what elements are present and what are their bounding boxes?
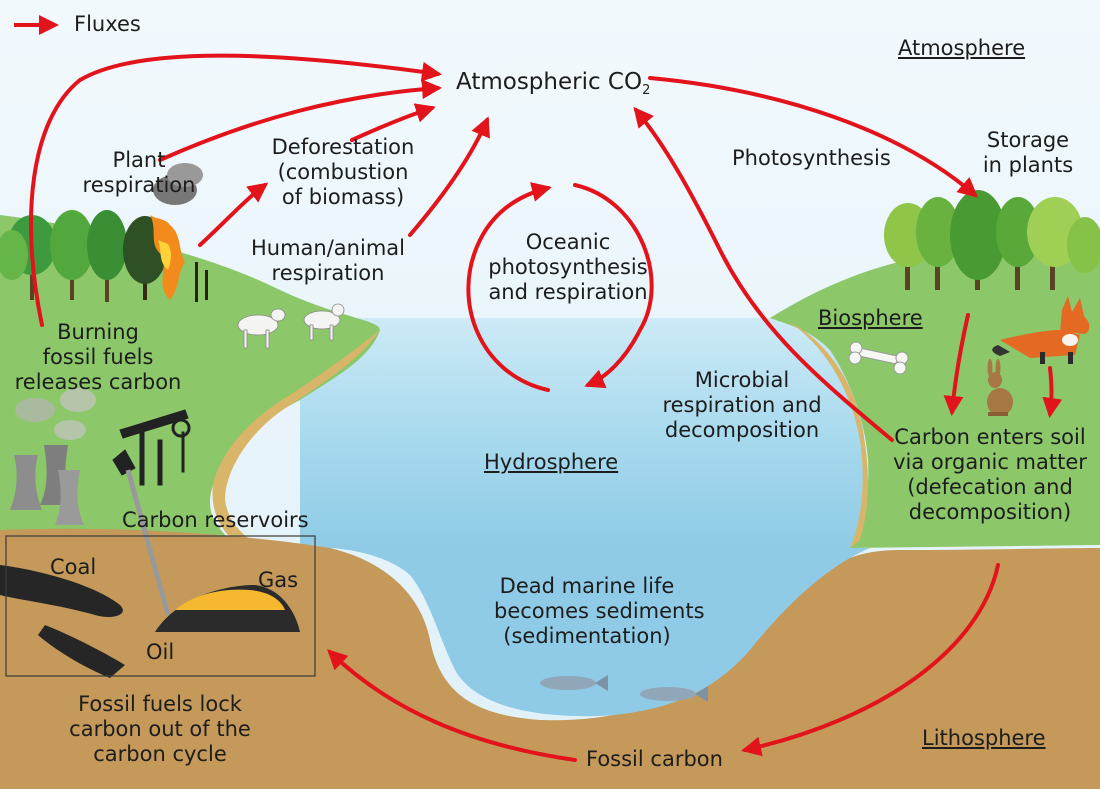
flux-soil-to-co2 [633,106,894,442]
line: Carbon enters soil [894,425,1086,449]
label-microbial: Microbial respiration and decomposition [656,368,828,443]
line: decomposition) [908,500,1072,524]
co2-text: Atmospheric CO [456,69,643,95]
line: Dead marine life [499,574,675,598]
flux-rabbit-to-soil [1042,366,1063,418]
line: (defecation and [907,475,1073,499]
line: respiration and [662,393,822,417]
fox [992,296,1090,364]
fish [540,675,708,702]
flux-human-respiration-to-co2 [408,116,490,237]
left-sand-shore [212,330,380,545]
label-carbon-reservoirs: Carbon reservoirs [122,508,309,532]
label-deforestation: Deforestation (combustion of biomass) [262,135,424,210]
line: carbon out of the [69,717,251,741]
line: Human/animal [251,236,405,260]
co2-subscript: 2 [642,83,651,98]
line: Burning [57,320,139,344]
label-plant-respiration: Plant respiration [74,148,204,198]
label-oil: Oil [146,640,175,664]
line: becomes sediments [494,599,705,623]
line: photosynthesis [488,255,648,279]
flux-soil-to-fossil [741,563,1000,757]
rabbit [987,359,1013,416]
line: (sedimentation) [503,624,671,648]
oil-pump [112,409,191,616]
flux-ocean-cycle-top [573,183,654,389]
label-burning-fossil-fuels: Burning fossil fuels releases carbon [6,320,190,395]
right-sand-shore [790,322,869,548]
flux-deforestation-to-co2 [350,103,436,142]
right-forest [884,190,1100,290]
line: via organic matter [893,450,1087,474]
line: of biomass) [281,185,405,209]
label-lithosphere: Lithosphere [922,726,1046,750]
line: and respiration [488,280,648,304]
label-hydrosphere: Hydrosphere [484,450,619,474]
line: fossil fuels [42,345,154,369]
flux-co2-to-photosynthesis [648,76,979,198]
label-photosynthesis: Photosynthesis [732,146,891,170]
line: Storage [986,128,1070,152]
bone [848,341,909,375]
label-dead-marine-life: Dead marine life becomes sediments (sedi… [494,574,705,649]
line: releases carbon [14,370,182,394]
line: decomposition [664,418,820,442]
goats [237,303,345,349]
label-carbon-enters-soil: Carbon enters soil via organic matter (d… [890,425,1090,525]
carbon-reservoirs-box [5,535,316,677]
label-human-animal-respiration: Human/animal respiration [250,236,406,286]
flux-burning-fossil-to-co2 [29,53,442,327]
flux-ocean-cycle-bottom [466,182,552,392]
line: Deforestation [271,135,415,159]
flux-trees-to-soil [943,313,970,416]
line: Oceanic [525,230,611,254]
deep-water [330,548,870,717]
label-coal: Coal [50,555,97,579]
line: Microbial [694,368,790,392]
right-grassland [770,249,1100,548]
line: (combustion [277,160,409,184]
label-fossil-fuels-lock: Fossil fuels lock carbon out of the carb… [54,692,266,767]
line: Plant [112,148,166,172]
flux-fossil-to-reservoirs [327,649,577,762]
burning-tree [123,163,208,302]
label-oceanic: Oceanic photosynthesis and respiration [478,230,658,305]
line: in plants [982,153,1074,177]
line: respiration [82,173,196,197]
line: Fossil fuels lock [78,692,242,716]
fossil-deposits [0,565,300,678]
label-storage-plants: Storage in plants [970,128,1086,178]
flux-plant-respiration-to-co2 [158,79,442,162]
label-atmosphere: Atmosphere [898,36,1026,60]
label-gas: Gas [258,568,299,592]
left-grassland [0,215,380,540]
flux-fire-to-deforestation [198,182,269,247]
label-biosphere: Biosphere [818,306,923,330]
cooling-towers [10,388,96,525]
label-atmospheric-co2: Atmospheric CO2 [456,70,650,103]
label-fossil-carbon: Fossil carbon [586,747,723,771]
legend-fluxes: Fluxes [74,12,141,36]
flux-arrows [29,53,1063,762]
line: respiration [271,261,385,285]
line: carbon cycle [93,742,227,766]
sea-water [300,318,866,548]
